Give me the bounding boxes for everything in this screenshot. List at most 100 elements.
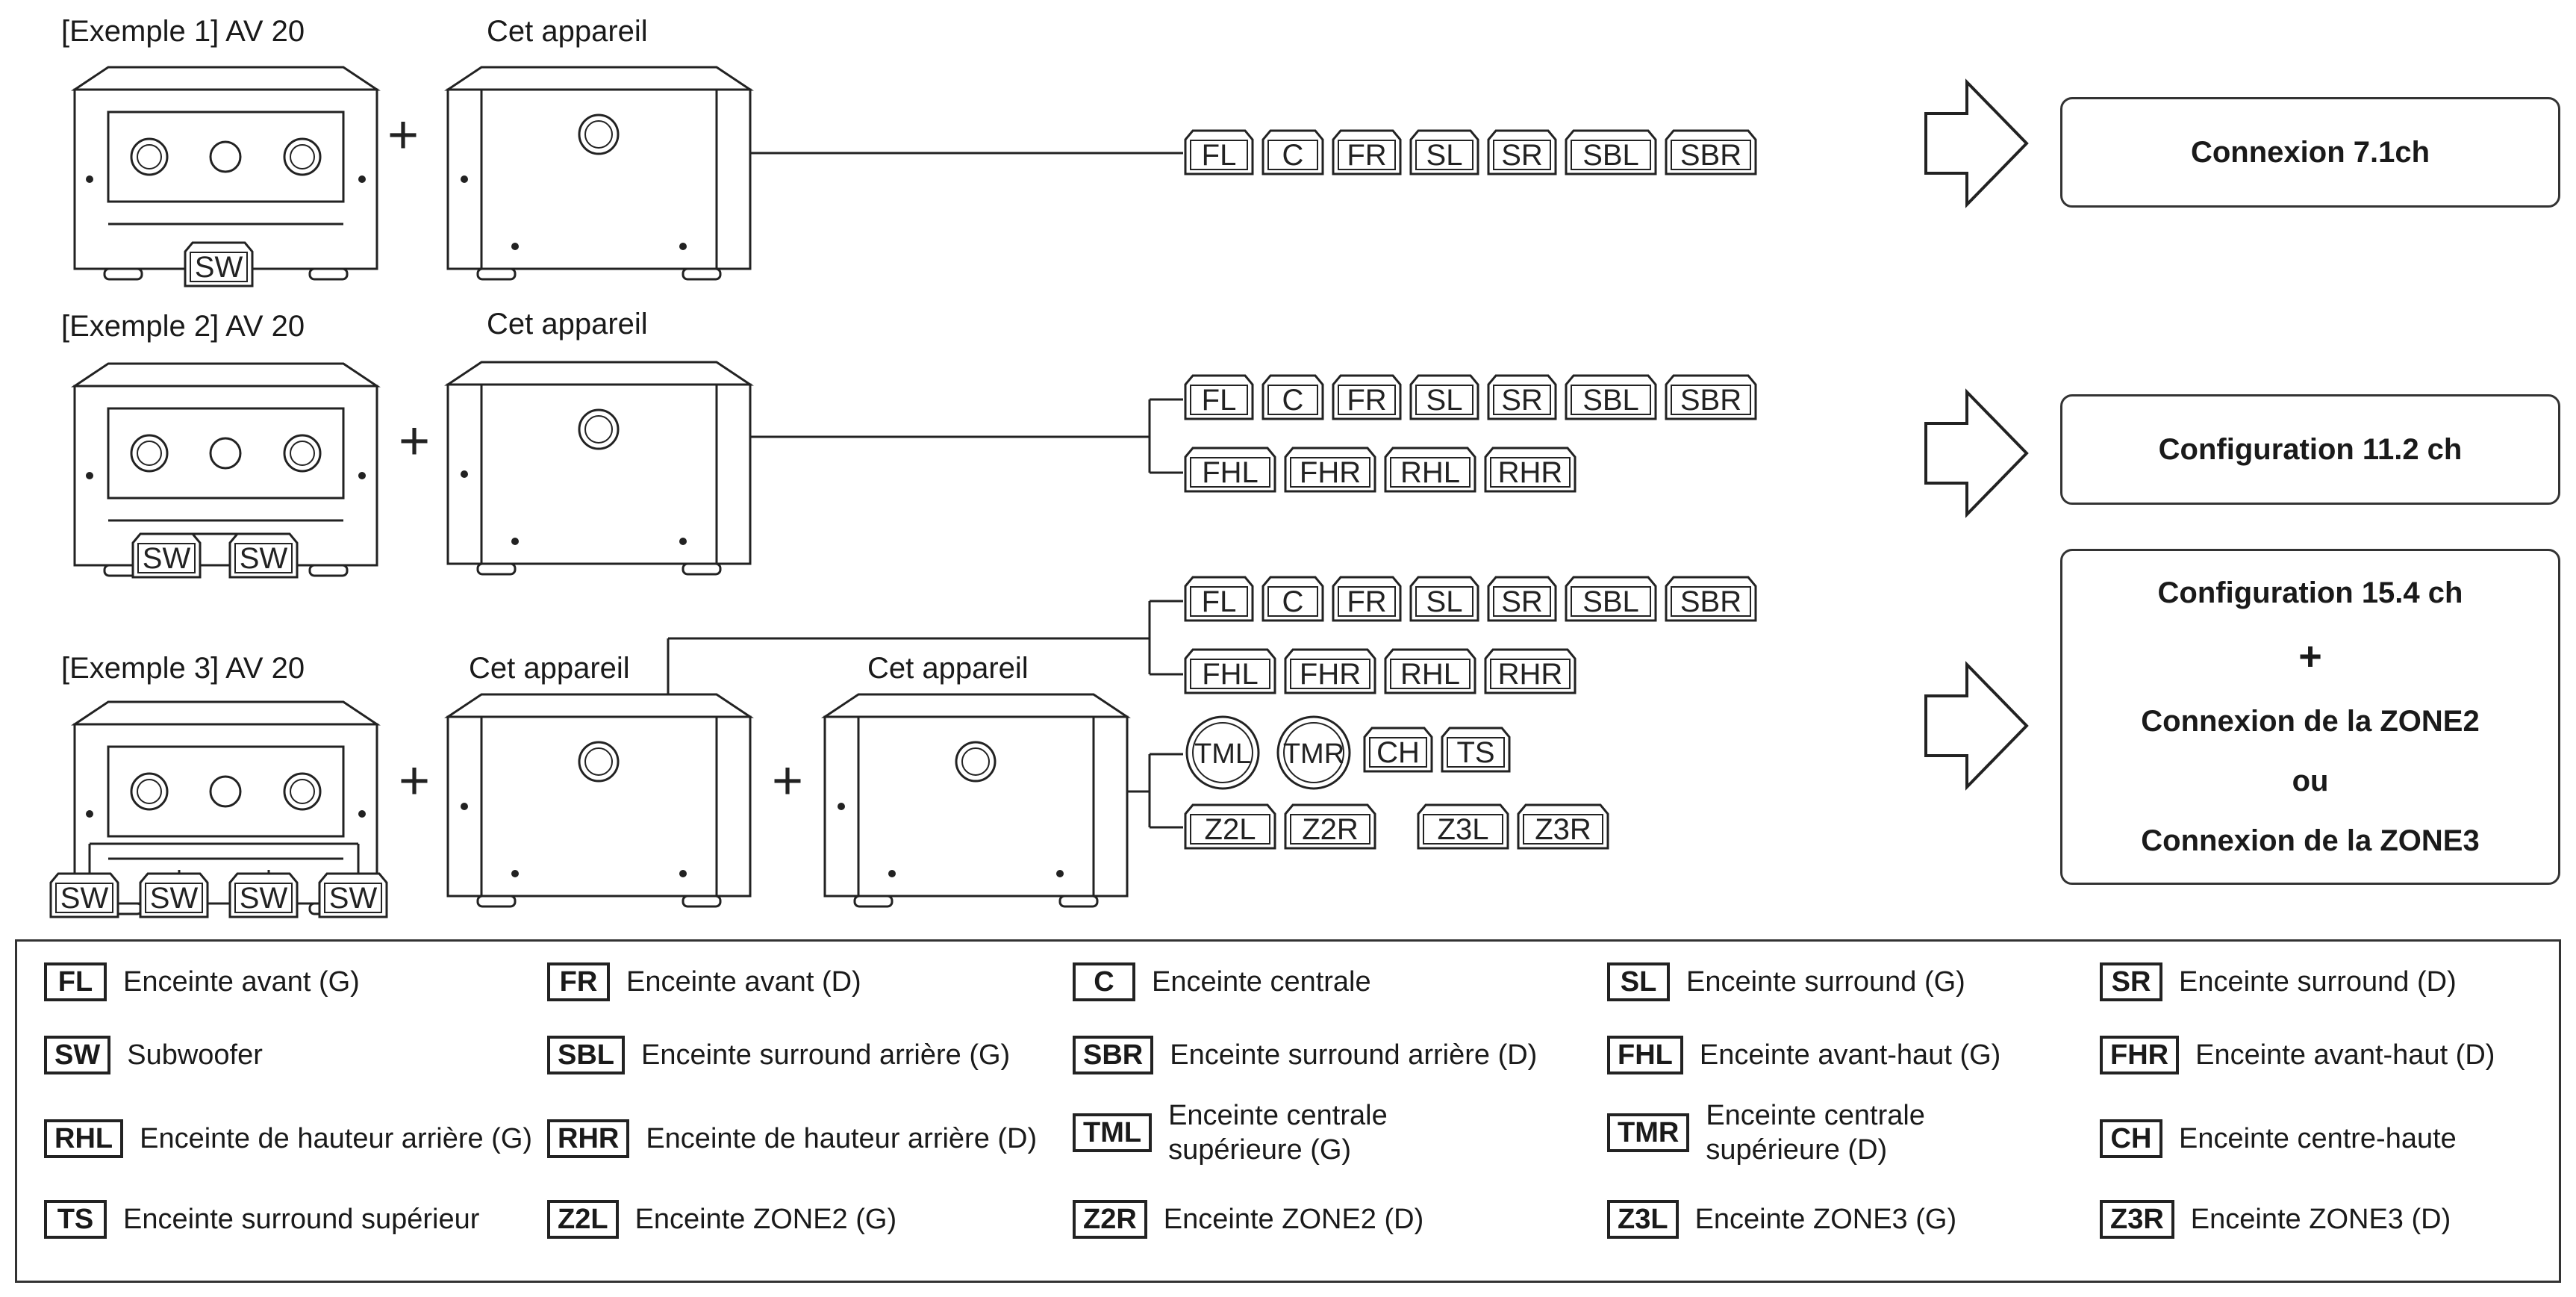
legend-code: Z3R: [2100, 1200, 2174, 1239]
amp-example-3b: [821, 693, 1131, 908]
speaker-face: [1415, 140, 1473, 170]
result-line: Configuration 15.4 ch: [2157, 576, 2463, 610]
speaker-fl: FL: [1184, 576, 1254, 622]
speaker-label: TMR: [1283, 738, 1344, 770]
speaker-label: SBL: [1582, 384, 1639, 417]
legend-code: FR: [547, 962, 610, 1001]
speaker-face: [1338, 586, 1396, 617]
speaker-sw: SW: [228, 532, 299, 579]
speaker-z2l: Z2L: [1184, 803, 1276, 850]
speaker-label: C: [1282, 139, 1304, 172]
speaker-label: SW: [240, 542, 288, 575]
speaker-face: [1290, 659, 1370, 689]
speaker-face: [1390, 659, 1471, 689]
speaker-label: FHL: [1202, 658, 1259, 691]
legend-code: CH: [2100, 1119, 2162, 1158]
receiver-knob-right-inner: [290, 144, 315, 169]
receiver-knob-left-inner: [137, 779, 162, 804]
speaker-face: [1493, 586, 1551, 617]
receiver-led-right: [358, 810, 366, 818]
speaker-label: SR: [1501, 585, 1543, 618]
amp-led: [461, 803, 468, 810]
legend-desc: Enceinte avant-haut (D): [2195, 1039, 2495, 1071]
legend-code: SBL: [547, 1036, 625, 1074]
amp-knob-inner: [961, 747, 990, 776]
speaker-tmr: TMR: [1276, 715, 1351, 790]
legend-desc: Enceinte surround arrière (D): [1170, 1039, 1538, 1071]
speaker-fr: FR: [1332, 129, 1402, 175]
speaker-label: SBL: [1582, 585, 1639, 618]
receiver-knob-right-inner: [290, 441, 315, 466]
amp-dot-right: [1056, 870, 1064, 877]
speaker-label: SL: [1426, 585, 1463, 618]
example-3-device-2-label: Cet appareil: [867, 652, 1029, 685]
speaker-face: [1671, 586, 1751, 617]
speaker-sw: SW: [318, 872, 388, 918]
speaker-fhl: FHL: [1184, 447, 1276, 493]
legend-code: TML: [1073, 1113, 1153, 1152]
receiver-knob-center: [209, 437, 242, 470]
legend-code: Z2R: [1073, 1200, 1147, 1239]
speaker-sl: SL: [1409, 576, 1479, 622]
speaker-label: FHL: [1202, 456, 1259, 489]
result-line: Connexion de la ZONE2: [2141, 704, 2480, 738]
legend-desc: Enceinte ZONE3 (G): [1694, 1204, 1957, 1235]
speaker-label: FL: [1202, 139, 1237, 172]
speaker-label: SW: [329, 882, 378, 915]
speaker-sbr: SBR: [1665, 129, 1757, 175]
speaker-label: FHR: [1300, 658, 1361, 691]
speaker-label: SR: [1501, 384, 1543, 417]
legend-desc: Enceinte ZONE3 (D): [2190, 1204, 2451, 1235]
speaker-face: [1290, 814, 1370, 845]
speaker-face: [1190, 385, 1248, 415]
plus-sign: +: [399, 751, 430, 811]
legend-code: C: [1073, 962, 1135, 1001]
legend-code: SR: [2100, 962, 2162, 1001]
example-1-device-label: Cet appareil: [487, 15, 648, 48]
amp-foot-right: [682, 267, 722, 281]
result-box-example-2: Configuration 11.2 ch: [2060, 394, 2560, 505]
receiver-top: [71, 700, 381, 726]
legend-code: TMR: [1607, 1113, 1690, 1152]
speaker-sbl: SBL: [1565, 129, 1657, 175]
speaker-c: C: [1262, 374, 1324, 420]
legend-code: SL: [1607, 962, 1670, 1001]
legend-code: SW: [44, 1036, 111, 1074]
legend-desc: Enceinte surround (D): [2179, 966, 2457, 998]
speaker-z3l: Z3L: [1417, 803, 1509, 850]
amp-led: [461, 470, 468, 478]
speaker-face: [55, 883, 113, 913]
speaker-face: [1190, 140, 1248, 170]
legend-code: RHL: [44, 1119, 124, 1158]
speaker-face: [137, 543, 196, 573]
receiver-knob-center: [209, 775, 242, 808]
legend-desc: Enceinte surround (G): [1686, 966, 1965, 998]
speaker-face: [1523, 814, 1603, 845]
amp-example-3a: [444, 693, 754, 908]
amp-foot-left: [853, 895, 894, 908]
speaker-label: RHL: [1400, 658, 1460, 691]
speaker-label: FHR: [1300, 456, 1361, 489]
speaker-face: [1267, 586, 1318, 617]
legend-item: SR Enceinte surround (D): [2100, 962, 2457, 1001]
speaker-label: SW: [240, 882, 288, 915]
example-3-device-1-label: Cet appareil: [469, 652, 630, 685]
speaker-face: [1571, 140, 1651, 170]
legend-desc: Enceinte avant-haut (G): [1699, 1039, 2001, 1071]
legend-desc: Enceinte surround arrière (G): [641, 1039, 1011, 1071]
receiver-top: [71, 66, 381, 91]
speaker-inner: [1192, 722, 1253, 783]
speaker-fl: FL: [1184, 374, 1254, 420]
amp-dot-left: [888, 870, 896, 877]
speaker-ch: CH: [1363, 727, 1433, 773]
speaker-face: [1190, 814, 1270, 845]
legend-code: Z2L: [547, 1200, 619, 1239]
speaker-rhl: RHL: [1384, 447, 1476, 493]
result-line: ou: [2292, 764, 2329, 797]
receiver-led-right: [358, 472, 366, 479]
speaker-rhr: RHR: [1484, 447, 1577, 493]
